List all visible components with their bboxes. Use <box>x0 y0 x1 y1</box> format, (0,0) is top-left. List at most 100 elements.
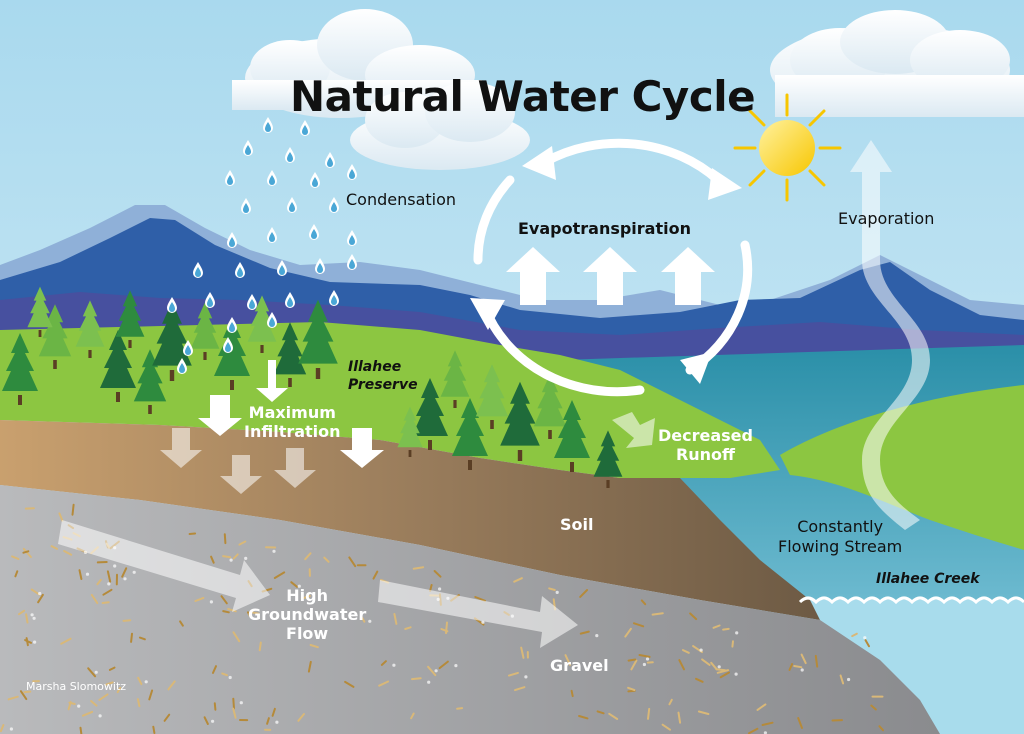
gravel-particle <box>309 644 319 649</box>
gravel-particle <box>60 637 72 645</box>
gravel-particle <box>22 550 30 554</box>
diagram-title: Natural Water Cycle <box>290 72 756 121</box>
gravel-particle <box>851 632 858 638</box>
gravel-dot <box>275 720 279 724</box>
gravel-dot <box>98 714 102 718</box>
gravel-particle <box>304 552 312 561</box>
gravel-particle <box>148 689 154 701</box>
gravel-particle <box>138 636 146 641</box>
gravel-particle <box>18 609 26 616</box>
label-groundwater-line1: High <box>286 586 328 605</box>
gravel-particle <box>761 721 774 726</box>
gravel-particle <box>87 667 97 678</box>
label-evapotranspiration: Evapotranspiration <box>518 219 691 238</box>
gravel-particle <box>247 611 252 619</box>
gravel-particle <box>716 669 730 674</box>
gravel-particle <box>250 611 260 615</box>
gravel-particle <box>136 698 141 708</box>
gravel-particle <box>788 663 794 671</box>
gravel-particle <box>212 665 217 674</box>
infiltration-arrows-faded <box>160 428 316 494</box>
evaporation-arrow <box>850 140 930 530</box>
gravel-particle <box>429 584 433 592</box>
gravel-dot <box>734 672 738 676</box>
gravel-particle <box>719 671 730 679</box>
gravel-particle <box>870 704 877 711</box>
gravel-dot <box>9 727 13 731</box>
label-illahee-creek: Illahee Creek <box>876 571 980 587</box>
gravel-particle <box>106 570 112 583</box>
right-bank <box>780 385 1024 550</box>
gravel-particle <box>608 712 619 720</box>
gravel-particle <box>152 725 156 734</box>
groundwater-flow-arrows <box>58 520 578 648</box>
gravel-dot <box>132 570 136 574</box>
gravel-particle <box>514 686 526 692</box>
gravel-particle <box>433 570 442 578</box>
gravel-particle <box>697 710 710 715</box>
gravel-particle <box>222 610 230 614</box>
gravel-dot <box>717 665 721 669</box>
label-decreased-runoff-line2: Runoff <box>675 445 736 464</box>
gravel-particle <box>116 686 122 694</box>
gravel-particle <box>227 608 237 613</box>
gravel-particle <box>640 599 647 606</box>
gravel-particle <box>578 715 589 720</box>
gravel-specks-light <box>9 546 867 734</box>
gravel-particle <box>596 710 605 715</box>
gravel-dot <box>228 675 232 680</box>
label-stream-line2: Flowing Stream <box>778 537 903 556</box>
gravel-dot <box>85 572 90 576</box>
gravel-dot <box>800 668 804 672</box>
gravel-dot <box>211 719 215 723</box>
gravel-particle <box>360 616 366 623</box>
gravel-particle <box>307 660 312 673</box>
gravel-particle <box>68 701 76 705</box>
gravel-particle <box>579 589 589 598</box>
gravel-dot <box>297 584 301 588</box>
label-gravel: Gravel <box>550 656 609 675</box>
gravel-particle <box>71 503 75 516</box>
gravel-particle <box>213 702 217 711</box>
gravel-particle <box>220 595 228 605</box>
gravel-particle <box>722 627 730 631</box>
gravel-particle <box>300 594 311 600</box>
gravel-particle <box>167 680 176 691</box>
gravel-dot <box>38 591 42 596</box>
gravel-particle <box>445 621 448 635</box>
gravel-particle <box>627 658 637 662</box>
gravel-particle <box>130 632 133 643</box>
gravel-dot <box>123 577 127 581</box>
gravel-particle <box>579 630 590 635</box>
gravel-particle <box>98 693 109 701</box>
gravel-particle <box>456 707 464 710</box>
label-decreased-runoff: Decreased Runoff <box>658 426 753 464</box>
meadow <box>0 322 780 478</box>
gravel-particle <box>508 671 519 677</box>
gravel-particle <box>633 622 645 628</box>
gravel-particle <box>79 726 83 734</box>
gravel-particle <box>23 690 32 694</box>
label-maximum-infiltration: Maximum Infiltration <box>244 403 341 441</box>
gravel-particle <box>63 550 73 556</box>
gravel-particle <box>548 587 556 591</box>
gravel-dot <box>645 657 650 661</box>
gravel-particle <box>121 567 128 578</box>
gravel-dot <box>434 669 438 673</box>
label-high-groundwater-flow: High Groundwater Flow <box>248 586 366 643</box>
gravel-particle <box>624 627 632 638</box>
gravel-particle <box>179 620 184 627</box>
label-groundwater-line3: Flow <box>286 624 329 643</box>
gravel-particle <box>266 717 270 725</box>
gravel-particle <box>380 660 387 666</box>
gravel-particle <box>258 641 262 652</box>
gravel-particle <box>7 695 19 701</box>
gravel-particle <box>677 711 682 724</box>
label-groundwater-line2: Groundwater <box>248 605 367 624</box>
gravel-particle <box>96 578 102 586</box>
gravel-particle <box>793 665 803 669</box>
infiltration-arrows <box>198 360 384 468</box>
gravel-particle <box>513 577 523 583</box>
gravel-particle <box>348 556 357 568</box>
